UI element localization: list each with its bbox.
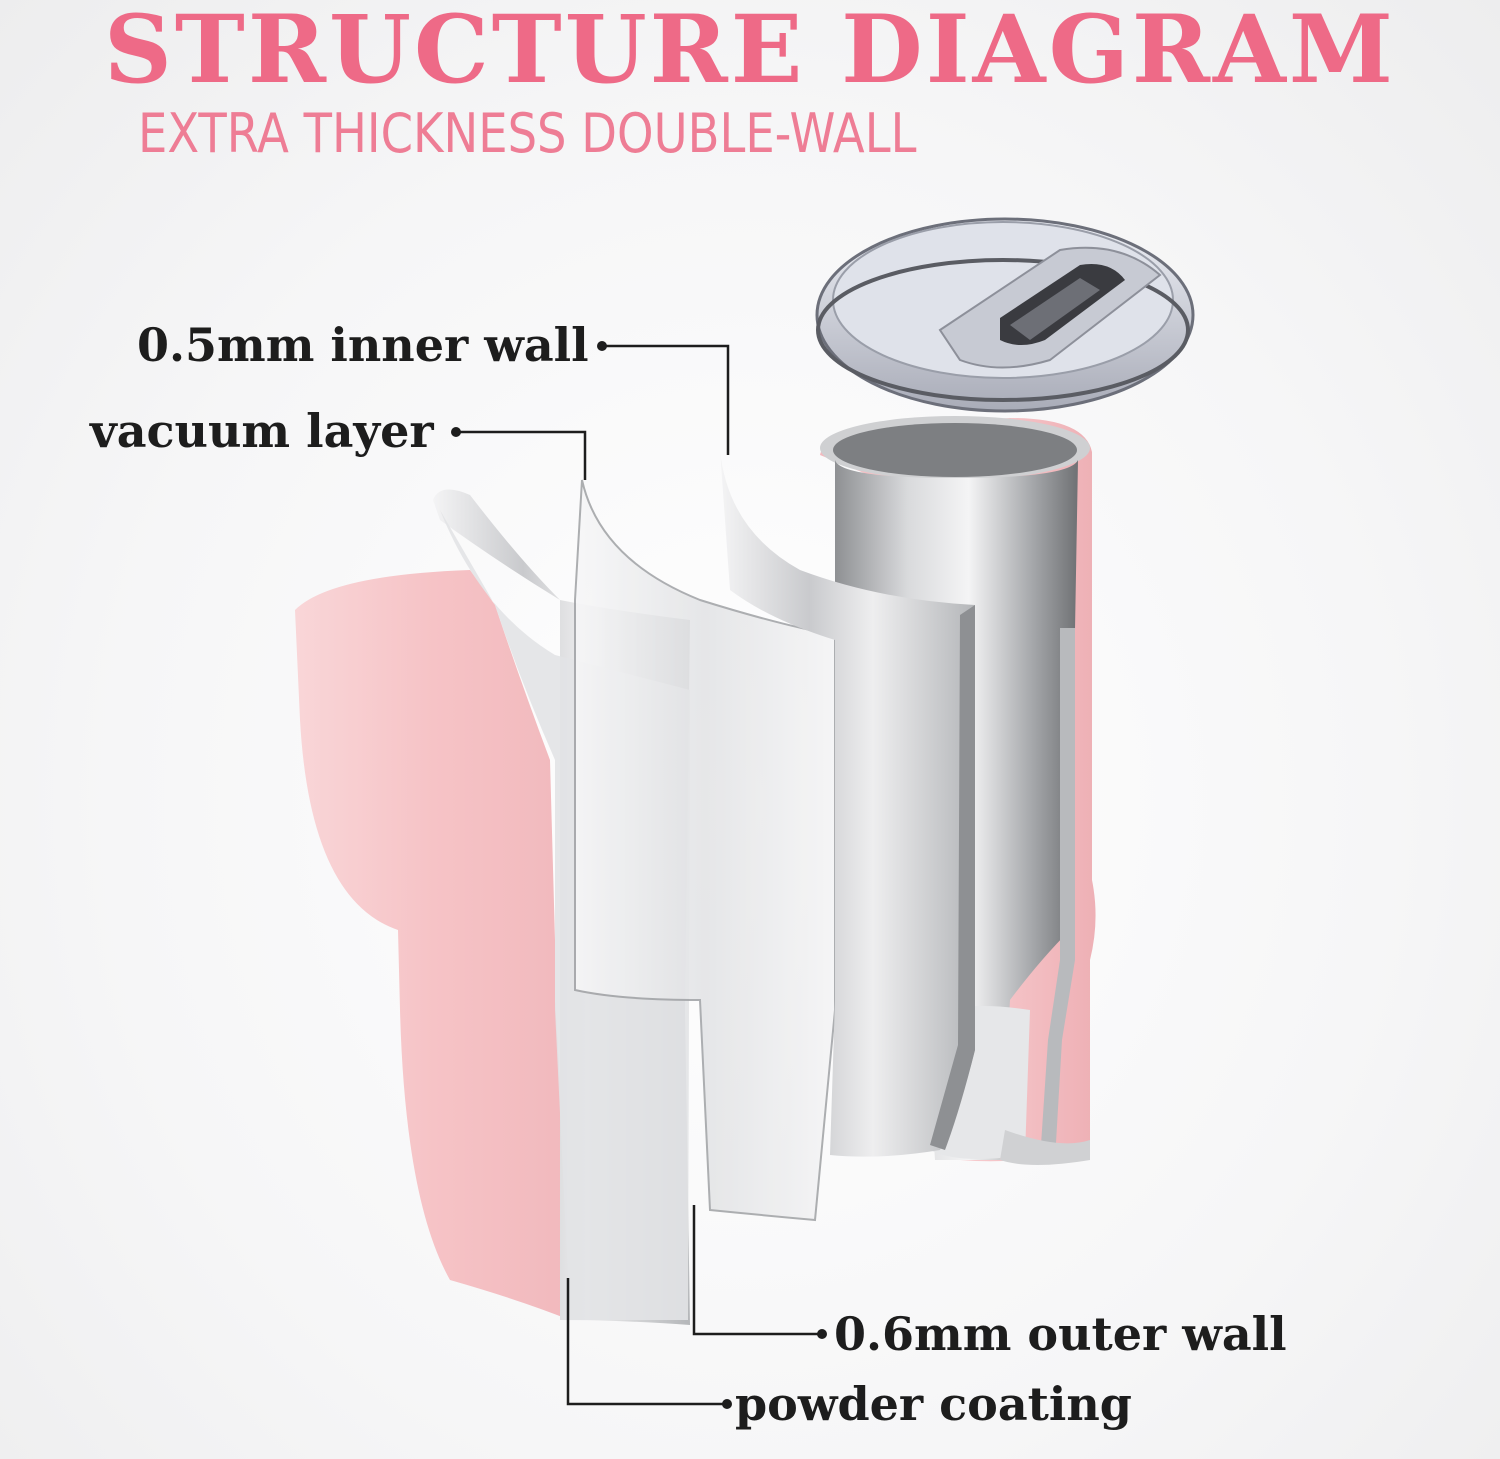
inner-wall-label: 0.5mm inner wall: [137, 318, 589, 372]
inner-wall-dot: [597, 341, 607, 351]
tumbler-lid: [815, 217, 1195, 413]
powder-coating-dot: [722, 1399, 732, 1409]
powder-coating-leader: [566, 1278, 725, 1406]
leader-dots: [451, 341, 827, 1409]
outer-wall-leader: [692, 1205, 820, 1336]
vacuum-layer-label: vacuum layer: [90, 404, 434, 458]
outer-wall-label: 0.6mm outer wall: [834, 1307, 1287, 1361]
inner-wall-leader: [605, 344, 730, 455]
diagram-subtitle: EXTRA THICKNESS DOUBLE-WALL: [138, 102, 917, 165]
powder-coating-sheet: [295, 570, 570, 1320]
leader-lines: [458, 344, 820, 1406]
diagram-title: STRUCTURE DIAGRAM: [104, 0, 1396, 105]
outer-wall-dot: [817, 1329, 827, 1339]
vacuum-layer-leader: [458, 430, 587, 480]
vacuum-layer-dot: [451, 427, 461, 437]
inner-wall-sheet: [720, 450, 975, 1157]
powder-coating-label: powder coating: [735, 1377, 1132, 1431]
